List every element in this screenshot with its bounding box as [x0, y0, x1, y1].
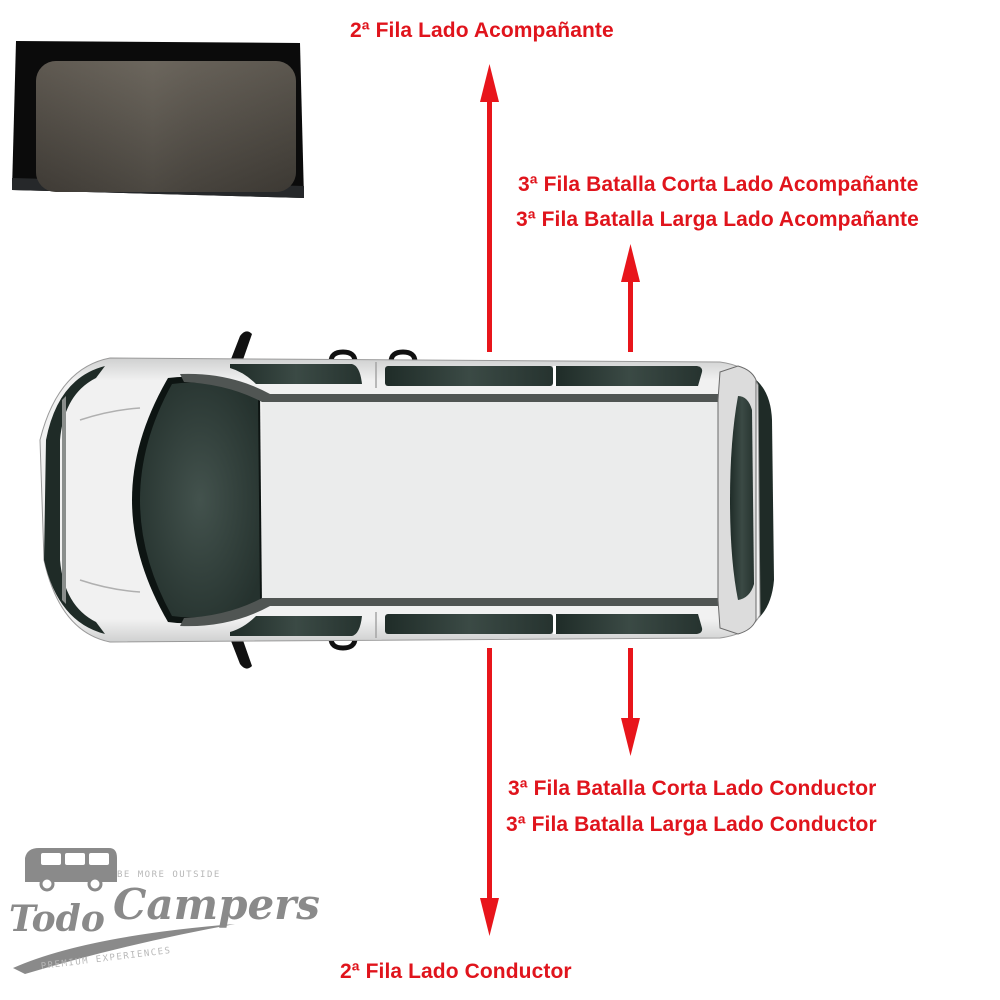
label-third-row-short-driver: 3ª Fila Batalla Corta Lado Conductor: [508, 777, 877, 800]
handle-icon: [328, 349, 358, 363]
windshield: [140, 382, 260, 618]
arrow-up-second-row-passenger: [480, 64, 499, 352]
roof-panel: [262, 402, 720, 598]
camper-van-icon: [13, 848, 235, 974]
third-row-window-driver: [556, 614, 703, 634]
arrow-down-second-row-driver: [480, 648, 499, 936]
second-row-window-driver: [385, 614, 553, 634]
front-side-window-bottom: [230, 616, 362, 636]
window-glass-icon: [12, 41, 304, 198]
label-third-row-long-passenger: 3ª Fila Batalla Larga Lado Acompañante: [516, 208, 919, 231]
arrow-down-third-row-driver: [621, 648, 640, 756]
handle-icon: [328, 637, 358, 651]
rear-window: [730, 396, 754, 600]
front-side-window-top: [230, 364, 362, 384]
logo-tagline-top: BE MORE OUTSIDE: [117, 870, 221, 880]
handle-icon: [388, 349, 418, 363]
front-bumper: [44, 366, 105, 634]
arrow-up-third-row-passenger: [621, 244, 640, 352]
logo-brand-second: Campers: [113, 880, 320, 929]
label-third-row-long-driver: 3ª Fila Batalla Larga Lado Conductor: [506, 813, 877, 836]
window-glass-photo: [12, 40, 304, 198]
todo-campers-logo: BE MORE OUTSIDE Todo Campers PREMIUM EXP…: [5, 840, 320, 980]
label-third-row-short-passenger: 3ª Fila Batalla Corta Lado Acompañante: [518, 173, 919, 196]
second-row-window-passenger: [385, 366, 553, 386]
logo-brand-first: Todo: [9, 898, 105, 940]
third-row-window-passenger: [556, 366, 703, 386]
label-second-row-passenger: 2ª Fila Lado Acompañante: [350, 19, 614, 42]
label-second-row-driver: 2ª Fila Lado Conductor: [340, 960, 572, 983]
